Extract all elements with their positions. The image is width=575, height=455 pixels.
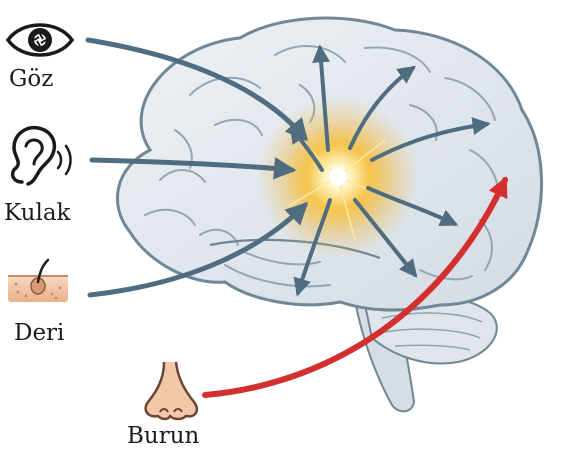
label-ear: Kulak [4, 202, 71, 225]
nose-icon [146, 362, 197, 419]
eye-icon [8, 25, 72, 55]
label-eye: Göz [9, 68, 53, 91]
label-nose: Burun [127, 425, 199, 448]
label-skin: Deri [14, 322, 64, 345]
skin-icon [8, 260, 68, 302]
ear-icon [13, 128, 71, 184]
brain-center-glow [258, 97, 418, 257]
